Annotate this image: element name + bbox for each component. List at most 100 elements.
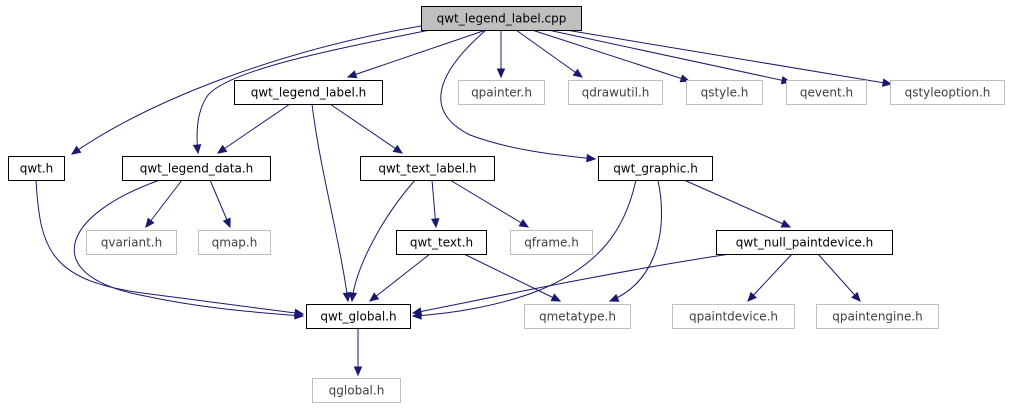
edge-legend_data_h-to-global_h xyxy=(73,179,305,320)
arrowhead-icon xyxy=(342,292,352,303)
node-label: qwt_text_label.h xyxy=(378,162,476,176)
edge-legend_label_h-to-global_h xyxy=(311,103,352,303)
node-qglobal: qglobal.h xyxy=(312,378,401,403)
node-box xyxy=(890,80,1005,105)
edge-line xyxy=(145,179,183,228)
edge-line xyxy=(209,179,231,228)
node-label: qwt_legend_label.h xyxy=(251,86,367,100)
node-label: qvariant.h xyxy=(101,236,162,250)
node-qpaintengine: qpaintengine.h xyxy=(816,304,939,329)
edge-line xyxy=(463,253,561,302)
edge-legend_label_h-to-text_label_h xyxy=(329,103,404,154)
arrowhead-icon xyxy=(881,78,893,87)
node-label: qpaintengine.h xyxy=(832,310,923,324)
node-label: qmetatype.h xyxy=(539,310,616,324)
node-box xyxy=(672,304,795,329)
node-qvariant: qvariant.h xyxy=(86,230,177,255)
node-legend-label-h[interactable]: qwt_legend_label.h xyxy=(234,80,383,105)
node-qstyle: qstyle.h xyxy=(686,80,763,105)
node-global-h[interactable]: qwt_global.h xyxy=(306,304,411,329)
node-graphic-h[interactable]: qwt_graphic.h xyxy=(598,156,713,181)
edge-line xyxy=(440,29,596,160)
edges-layer xyxy=(35,25,893,377)
arrowhead-icon xyxy=(392,144,404,154)
node-box xyxy=(8,156,65,181)
edge-line xyxy=(73,179,304,317)
node-label: qmap.h xyxy=(212,236,258,250)
edge-line xyxy=(515,29,583,78)
arrowhead-icon xyxy=(496,68,506,79)
node-box xyxy=(458,80,545,105)
node-box xyxy=(122,156,271,181)
arrowhead-icon xyxy=(780,219,792,228)
edge-global_h-to-qglobal xyxy=(353,328,363,377)
node-qwt-h[interactable]: qwt.h xyxy=(8,156,65,181)
node-null-paintdevice-h[interactable]: qwt_null_paintdevice.h xyxy=(716,230,893,255)
node-text-h[interactable]: qwt_text.h xyxy=(396,230,487,255)
edge-line xyxy=(71,25,422,155)
edge-legend_data_h-to-qvariant xyxy=(145,179,183,228)
edge-line xyxy=(311,103,349,302)
arrowhead-icon xyxy=(550,293,562,302)
edge-line xyxy=(217,103,291,154)
arrowhead-icon xyxy=(294,311,305,320)
arrowhead-icon xyxy=(586,153,597,163)
edge-line xyxy=(347,29,487,78)
edge-root-to-qpainter xyxy=(496,30,506,79)
edge-null_paintdevice_h-to-qpaintdevice xyxy=(747,253,793,302)
arrowhead-icon xyxy=(747,291,757,302)
edge-line xyxy=(817,253,861,302)
node-label: qstyle.h xyxy=(701,86,749,100)
node-label: qevent.h xyxy=(800,86,853,100)
arrowhead-icon xyxy=(192,144,202,155)
node-label: qframe.h xyxy=(524,236,579,250)
node-label: qglobal.h xyxy=(329,384,385,398)
node-legend-data-h[interactable]: qwt_legend_data.h xyxy=(122,156,271,181)
node-box xyxy=(786,80,867,105)
edge-graphic_h-to-null_paintdevice_h xyxy=(683,179,792,228)
node-qpainter: qpainter.h xyxy=(458,80,545,105)
arrowhead-icon xyxy=(353,366,363,377)
node-box xyxy=(198,230,271,255)
node-qdrawutil: qdrawutil.h xyxy=(568,80,663,105)
node-box xyxy=(716,230,893,255)
edge-line xyxy=(351,179,416,302)
node-box xyxy=(510,230,593,255)
edge-null_paintdevice_h-to-global_h xyxy=(411,253,731,316)
node-label: qdrawutil.h xyxy=(582,86,650,100)
edge-root-to-qdrawutil xyxy=(515,29,584,78)
node-label: qpaintdevice.h xyxy=(689,310,778,324)
node-box xyxy=(568,80,663,105)
edge-line xyxy=(369,253,431,302)
node-root[interactable]: qwt_legend_label.cpp xyxy=(421,6,582,31)
arrowhead-icon xyxy=(369,292,380,302)
node-label: qwt.h xyxy=(20,162,54,176)
arrowhead-icon xyxy=(70,145,82,155)
edge-legend_label_h-to-legend_data_h xyxy=(216,103,291,154)
node-text-label-h[interactable]: qwt_text_label.h xyxy=(360,156,495,181)
edge-root-to-graphic_h xyxy=(440,29,597,163)
edge-graphic_h-to-qmetatype xyxy=(608,179,662,302)
edge-root-to-legend_label_h xyxy=(346,29,487,79)
node-box xyxy=(421,6,582,31)
node-qevent: qevent.h xyxy=(786,80,867,105)
arrowhead-icon xyxy=(348,292,358,303)
arrowhead-icon xyxy=(411,307,423,316)
node-box xyxy=(306,304,411,329)
arrowhead-icon xyxy=(572,68,584,78)
edge-line xyxy=(565,29,892,85)
node-box xyxy=(86,230,177,255)
edge-root-to-qstyleoption xyxy=(565,29,893,87)
edge-line xyxy=(747,253,793,302)
node-label: qwt_text.h xyxy=(410,236,473,250)
edge-text_label_h-to-qframe xyxy=(449,179,530,228)
edge-text_label_h-to-text_h xyxy=(431,179,440,229)
edge-root-to-qwt_h xyxy=(70,25,422,155)
node-label: qwt_null_paintdevice.h xyxy=(736,236,873,250)
node-label: qwt_global.h xyxy=(320,310,396,324)
edge-line xyxy=(547,29,791,83)
arrowhead-icon xyxy=(222,217,231,229)
node-qstyleoption: qstyleoption.h xyxy=(890,80,1005,105)
node-label: qwt_legend_data.h xyxy=(140,162,254,176)
